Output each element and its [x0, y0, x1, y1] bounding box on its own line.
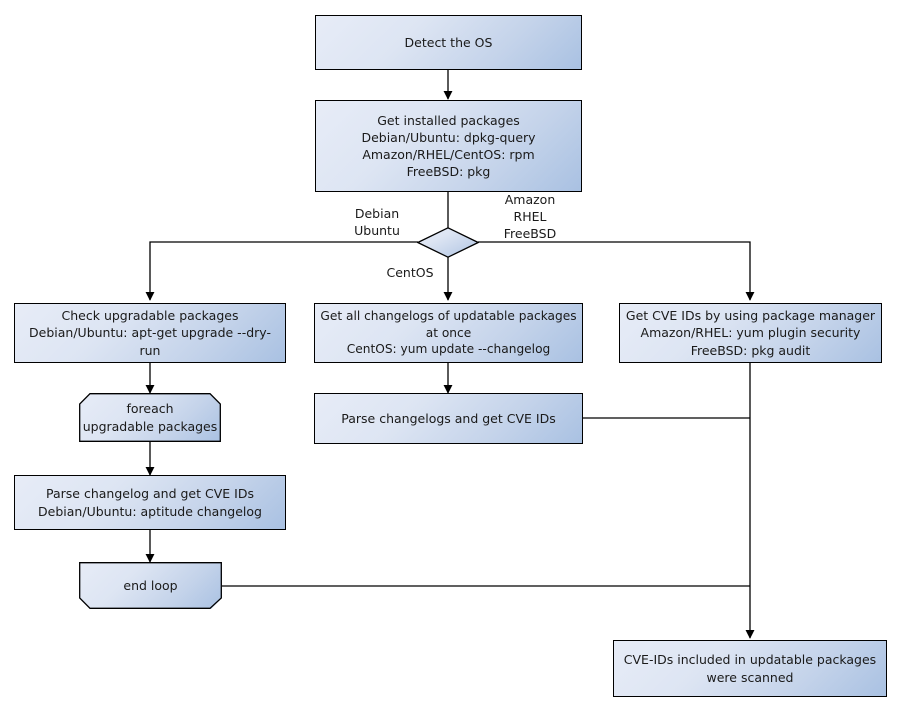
node-foreach-loop-start[interactable]: foreach upgradable packages: [79, 393, 221, 442]
node-get-installed-packages-label: Get installed packages Debian/Ubuntu: dp…: [361, 112, 536, 180]
node-detect-os-label: Detect the OS: [404, 34, 493, 50]
node-os-decision[interactable]: [416, 227, 480, 258]
node-end-loop[interactable]: end loop: [79, 562, 222, 609]
node-detect-os[interactable]: Detect the OS: [315, 15, 582, 70]
node-parse-changelog-debian[interactable]: Parse changelog and get CVE IDs Debian/U…: [14, 475, 286, 530]
node-get-all-changelogs-label: Get all changelogs of updatable packages…: [320, 308, 577, 357]
node-result[interactable]: CVE-IDs included in updatable packages w…: [613, 640, 887, 697]
node-foreach-loop-start-label: foreach upgradable packages: [82, 401, 218, 434]
loop-start-shape: [79, 393, 221, 442]
node-parse-changelogs-centos[interactable]: Parse changelogs and get CVE IDs: [314, 393, 583, 444]
edge-decision-to-cve-pkgmgr: [478, 241, 755, 301]
edge-decision-to-check-upgradable: [145, 241, 418, 301]
node-check-upgradable-packages[interactable]: Check upgradable packages Debian/Ubuntu:…: [14, 303, 286, 363]
node-get-cve-package-manager[interactable]: Get CVE IDs by using package manager Ama…: [619, 303, 882, 363]
edge-label-amazon-rhel-freebsd: Amazon RHEL FreeBSD: [503, 192, 557, 241]
node-check-upgradable-packages-label: Check upgradable packages Debian/Ubuntu:…: [29, 308, 271, 358]
node-end-loop-label: end loop: [123, 577, 178, 593]
node-get-all-changelogs[interactable]: Get all changelogs of updatable packages…: [314, 303, 583, 363]
loop-start-outline: [79, 393, 221, 442]
node-parse-changelog-debian-label: Parse changelog and get CVE IDs Debian/U…: [38, 486, 262, 519]
node-get-installed-packages[interactable]: Get installed packages Debian/Ubuntu: dp…: [315, 100, 582, 192]
node-result-label: CVE-IDs included in updatable packages w…: [623, 652, 877, 685]
decision-diamond-icon: [416, 227, 480, 258]
loop-end-outline: [79, 562, 222, 609]
edge-label-debian-ubuntu: Debian Ubuntu: [354, 206, 400, 238]
edge-label-centos: CentOS: [386, 265, 434, 280]
node-parse-changelogs-centos-label: Parse changelogs and get CVE IDs: [341, 410, 556, 426]
node-get-cve-package-manager-label: Get CVE IDs by using package manager Ama…: [625, 308, 876, 358]
loop-end-shape: [79, 562, 222, 609]
